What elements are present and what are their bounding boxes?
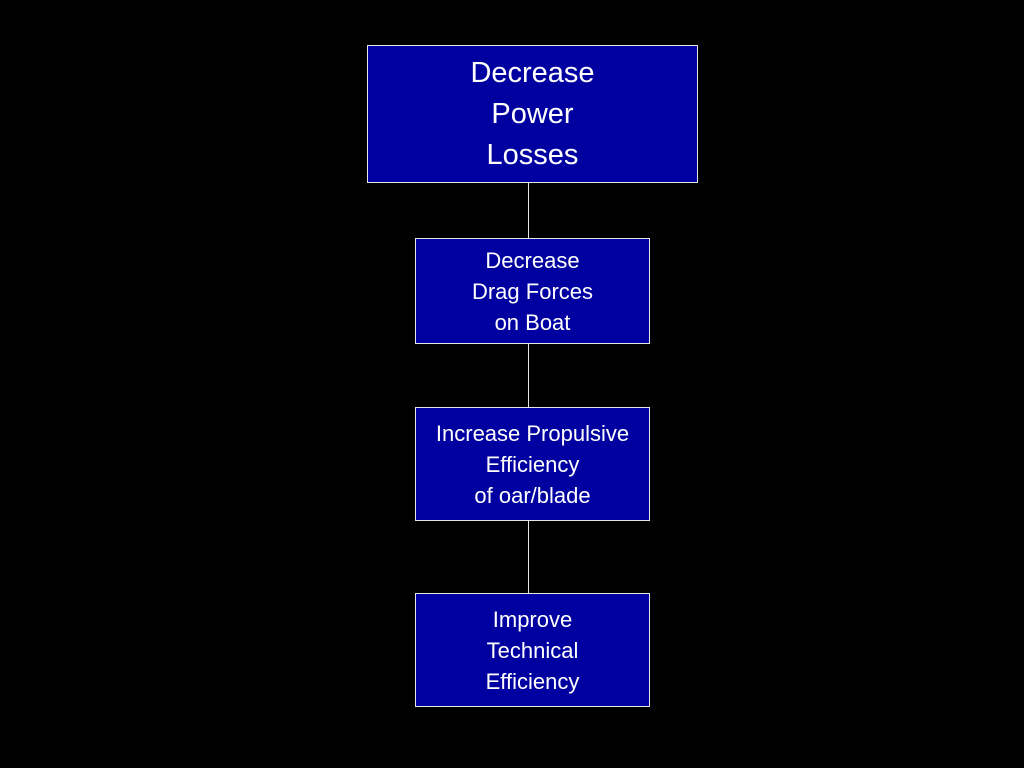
node-3-line-3: of oar/blade [474,482,591,508]
node-4-line-2: Technical [486,637,579,663]
node-1-line-2: Power [491,97,574,130]
connector-3 [528,520,529,594]
node-1-line-3: Losses [486,138,579,171]
connector-2 [528,343,529,408]
node-4-line-3: Efficiency [485,668,580,694]
node-3-line-1: Increase Propulsive [435,420,630,446]
connector-1 [528,182,529,239]
node-2-line-2: Drag Forces [471,278,594,304]
node-3-line-2: Efficiency [485,451,580,477]
node-decrease-drag-forces: Decrease Drag Forces on Boat [415,238,650,344]
node-increase-propulsive-efficiency: Increase Propulsive Efficiency of oar/bl… [415,407,650,521]
node-4-line-1: Improve [492,606,573,632]
node-1-line-1: Decrease [470,56,595,89]
node-2-line-3: on Boat [494,309,571,335]
node-improve-technical-efficiency: Improve Technical Efficiency [415,593,650,707]
node-2-line-1: Decrease [485,247,580,273]
node-decrease-power-losses: Decrease Power Losses [367,45,698,183]
